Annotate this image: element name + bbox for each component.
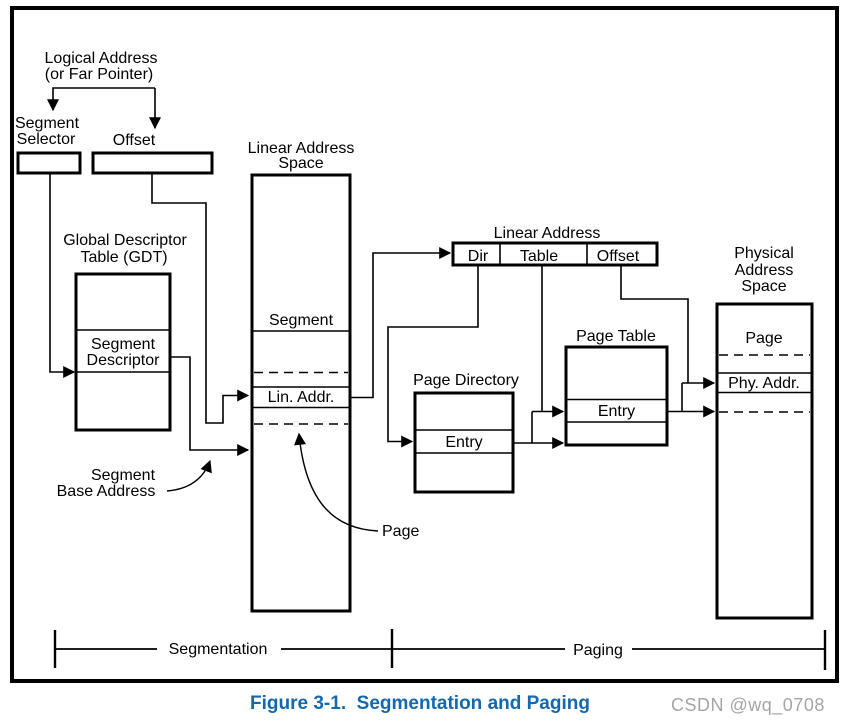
segmentation-connectors: [49, 173, 452, 456]
logical-address-label-line2: (or Far Pointer): [45, 66, 153, 83]
physical-address-space-title-line1: Physical: [734, 245, 794, 262]
offset-to-lin-addr-line: [151, 173, 250, 424]
linear-address-box: [451, 241, 659, 267]
phy-addr-label: Phy. Addr.: [728, 375, 800, 392]
page-pointer-label: Page: [382, 523, 419, 540]
offset-label: Offset: [113, 132, 156, 149]
gdt-title-line2: Table (GDT): [80, 249, 167, 266]
fork-arrow-to-segment-selector: [47, 87, 155, 112]
figure-caption: Figure 3-1. Segmentation and Paging: [250, 693, 590, 714]
field-table-label: Table: [520, 248, 558, 265]
linear-address-space-title-line1: Linear Address: [248, 140, 355, 157]
logical-address-group: Logical Address (or Far Pointer): [45, 50, 161, 130]
segment-descriptor-label-line1: Segment: [91, 336, 156, 353]
physical-address-space-title-line2: Address: [735, 262, 794, 279]
page-table-box: [564, 345, 669, 447]
span-brackets: Segmentation Paging: [53, 629, 827, 670]
offset-group: Offset: [91, 132, 214, 175]
logical-address-label-line1: Logical Address: [45, 50, 158, 67]
offset-field-drop-line: [620, 265, 689, 383]
field-dir-label: Dir: [468, 248, 489, 265]
gdt-title-line1: Global Descriptor: [63, 232, 187, 249]
physical-address-space-title-line3: Space: [741, 278, 786, 295]
page-curved-arrow: [294, 432, 379, 532]
gdt-box: [74, 272, 172, 432]
dir-to-pd-entry-line: [387, 265, 479, 448]
linear-address-title: Linear Address: [494, 225, 601, 242]
linear-address-space-group: Linear Address Space Segment Lin. Addr.: [248, 140, 355, 613]
segment-base-label-line1: Segment: [91, 467, 156, 484]
page-table-title: Page Table: [576, 328, 656, 345]
gdt-group: Global Descriptor Table (GDT) Segment De…: [63, 232, 187, 432]
segmentation-span-label: Segmentation: [169, 641, 268, 658]
linear-address-space-title-line2: Space: [278, 155, 323, 172]
segment-selector-group: Segment Selector: [15, 115, 82, 175]
pd-entry-label: Entry: [445, 434, 482, 451]
descriptor-to-base-line: [170, 356, 250, 456]
linear-address-fields-group: Linear Address Dir Table Offset: [451, 225, 659, 267]
pas-page-label: Page: [745, 330, 782, 347]
pt-entry-label: Entry: [598, 403, 635, 420]
segment-selector-box: [16, 151, 82, 175]
physical-address-space-box: [715, 302, 814, 620]
figure-border: [10, 6, 839, 683]
selector-to-gdt-line: [49, 173, 76, 378]
paging-connectors: [387, 265, 716, 449]
physical-address-space-group: Physical Address Space Page Phy. Addr.: [715, 245, 814, 620]
csdn-watermark: CSDN @wq_0708: [671, 695, 825, 715]
page-annotation: Page: [294, 432, 419, 540]
lin-addr-to-linear-address-line: [350, 247, 452, 399]
segment-base-curved-arrow: [166, 459, 212, 492]
segment-base-annotation: Segment Base Address: [57, 459, 212, 500]
linear-address-space-box: [250, 173, 352, 613]
page-directory-group: Page Directory Entry: [413, 372, 519, 494]
page-directory-title: Page Directory: [413, 372, 519, 389]
page-table-group: Page Table Entry: [564, 328, 669, 447]
lin-addr-label: Lin. Addr.: [268, 389, 335, 406]
segment-descriptor-label-line2: Descriptor: [87, 352, 161, 369]
segment-selector-label-line2: Selector: [17, 131, 76, 148]
segment-region-label: Segment: [269, 312, 334, 329]
segment-selector-label-line1: Segment: [15, 115, 80, 132]
field-offset-label: Offset: [597, 248, 640, 265]
offset-box: [91, 151, 214, 175]
paging-span-label: Paging: [573, 642, 623, 659]
segment-base-label-line2: Base Address: [57, 483, 156, 500]
